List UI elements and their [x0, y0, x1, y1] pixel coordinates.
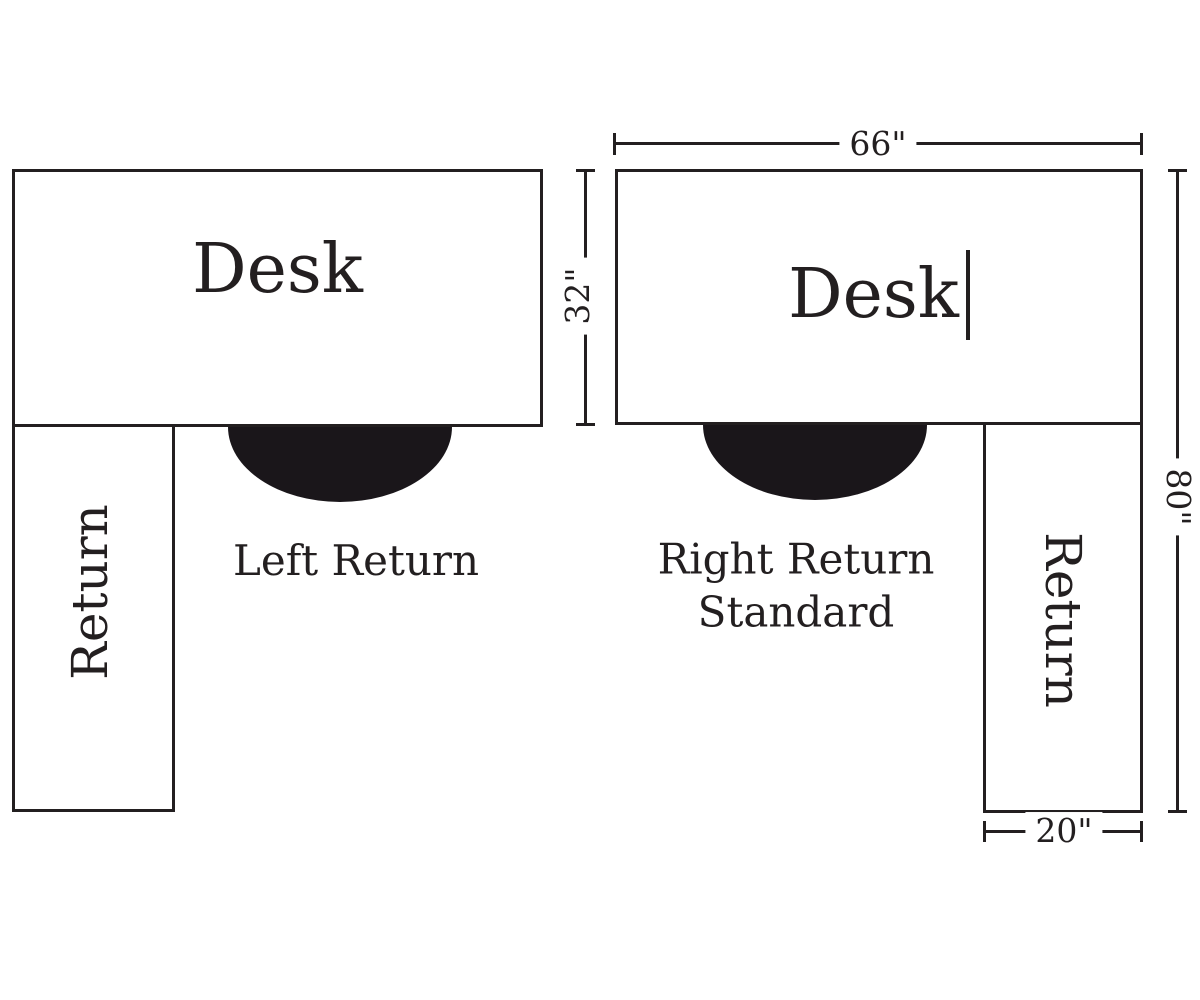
- dim-32-bottom-tick: [576, 423, 595, 426]
- left-return-outline: [12, 427, 175, 812]
- right-desk-label: Desk: [788, 255, 959, 334]
- right-config-caption-line2: Standard: [697, 587, 895, 636]
- right-chair-shape: [703, 425, 927, 500]
- right-config-caption-line1: Right Return: [657, 534, 935, 584]
- right-desk-outline: Desk: [615, 169, 1143, 425]
- left-desk-label: Desk: [192, 230, 363, 309]
- dim-80-label: 80": [1159, 458, 1198, 536]
- dim-66-left-tick: [613, 133, 616, 155]
- right-return-outline: [983, 425, 1143, 813]
- left-config-caption: Left Return: [232, 535, 480, 585]
- left-desk-outline: Desk: [12, 169, 543, 427]
- dim-66-label: 66": [839, 125, 917, 163]
- right-config-caption: Right Return Standard: [658, 534, 935, 639]
- right-return-vertical-label: Return: [1034, 532, 1092, 708]
- left-return-vertical-label: Return: [61, 504, 119, 680]
- text-cursor: [965, 250, 970, 340]
- dim-32-top-tick: [576, 169, 595, 172]
- right-desk-label-edit[interactable]: Desk: [618, 250, 1140, 340]
- dim-66-right-tick: [1140, 133, 1143, 155]
- dim-20-left-tick: [983, 821, 986, 842]
- dim-80-top-tick: [1168, 169, 1187, 172]
- dim-32-label: 32": [558, 257, 597, 335]
- dim-20-right-tick: [1140, 821, 1143, 842]
- dim-20-label: 20": [1025, 812, 1103, 850]
- dim-80-bottom-tick: [1168, 810, 1187, 813]
- left-chair-shape: [228, 427, 452, 502]
